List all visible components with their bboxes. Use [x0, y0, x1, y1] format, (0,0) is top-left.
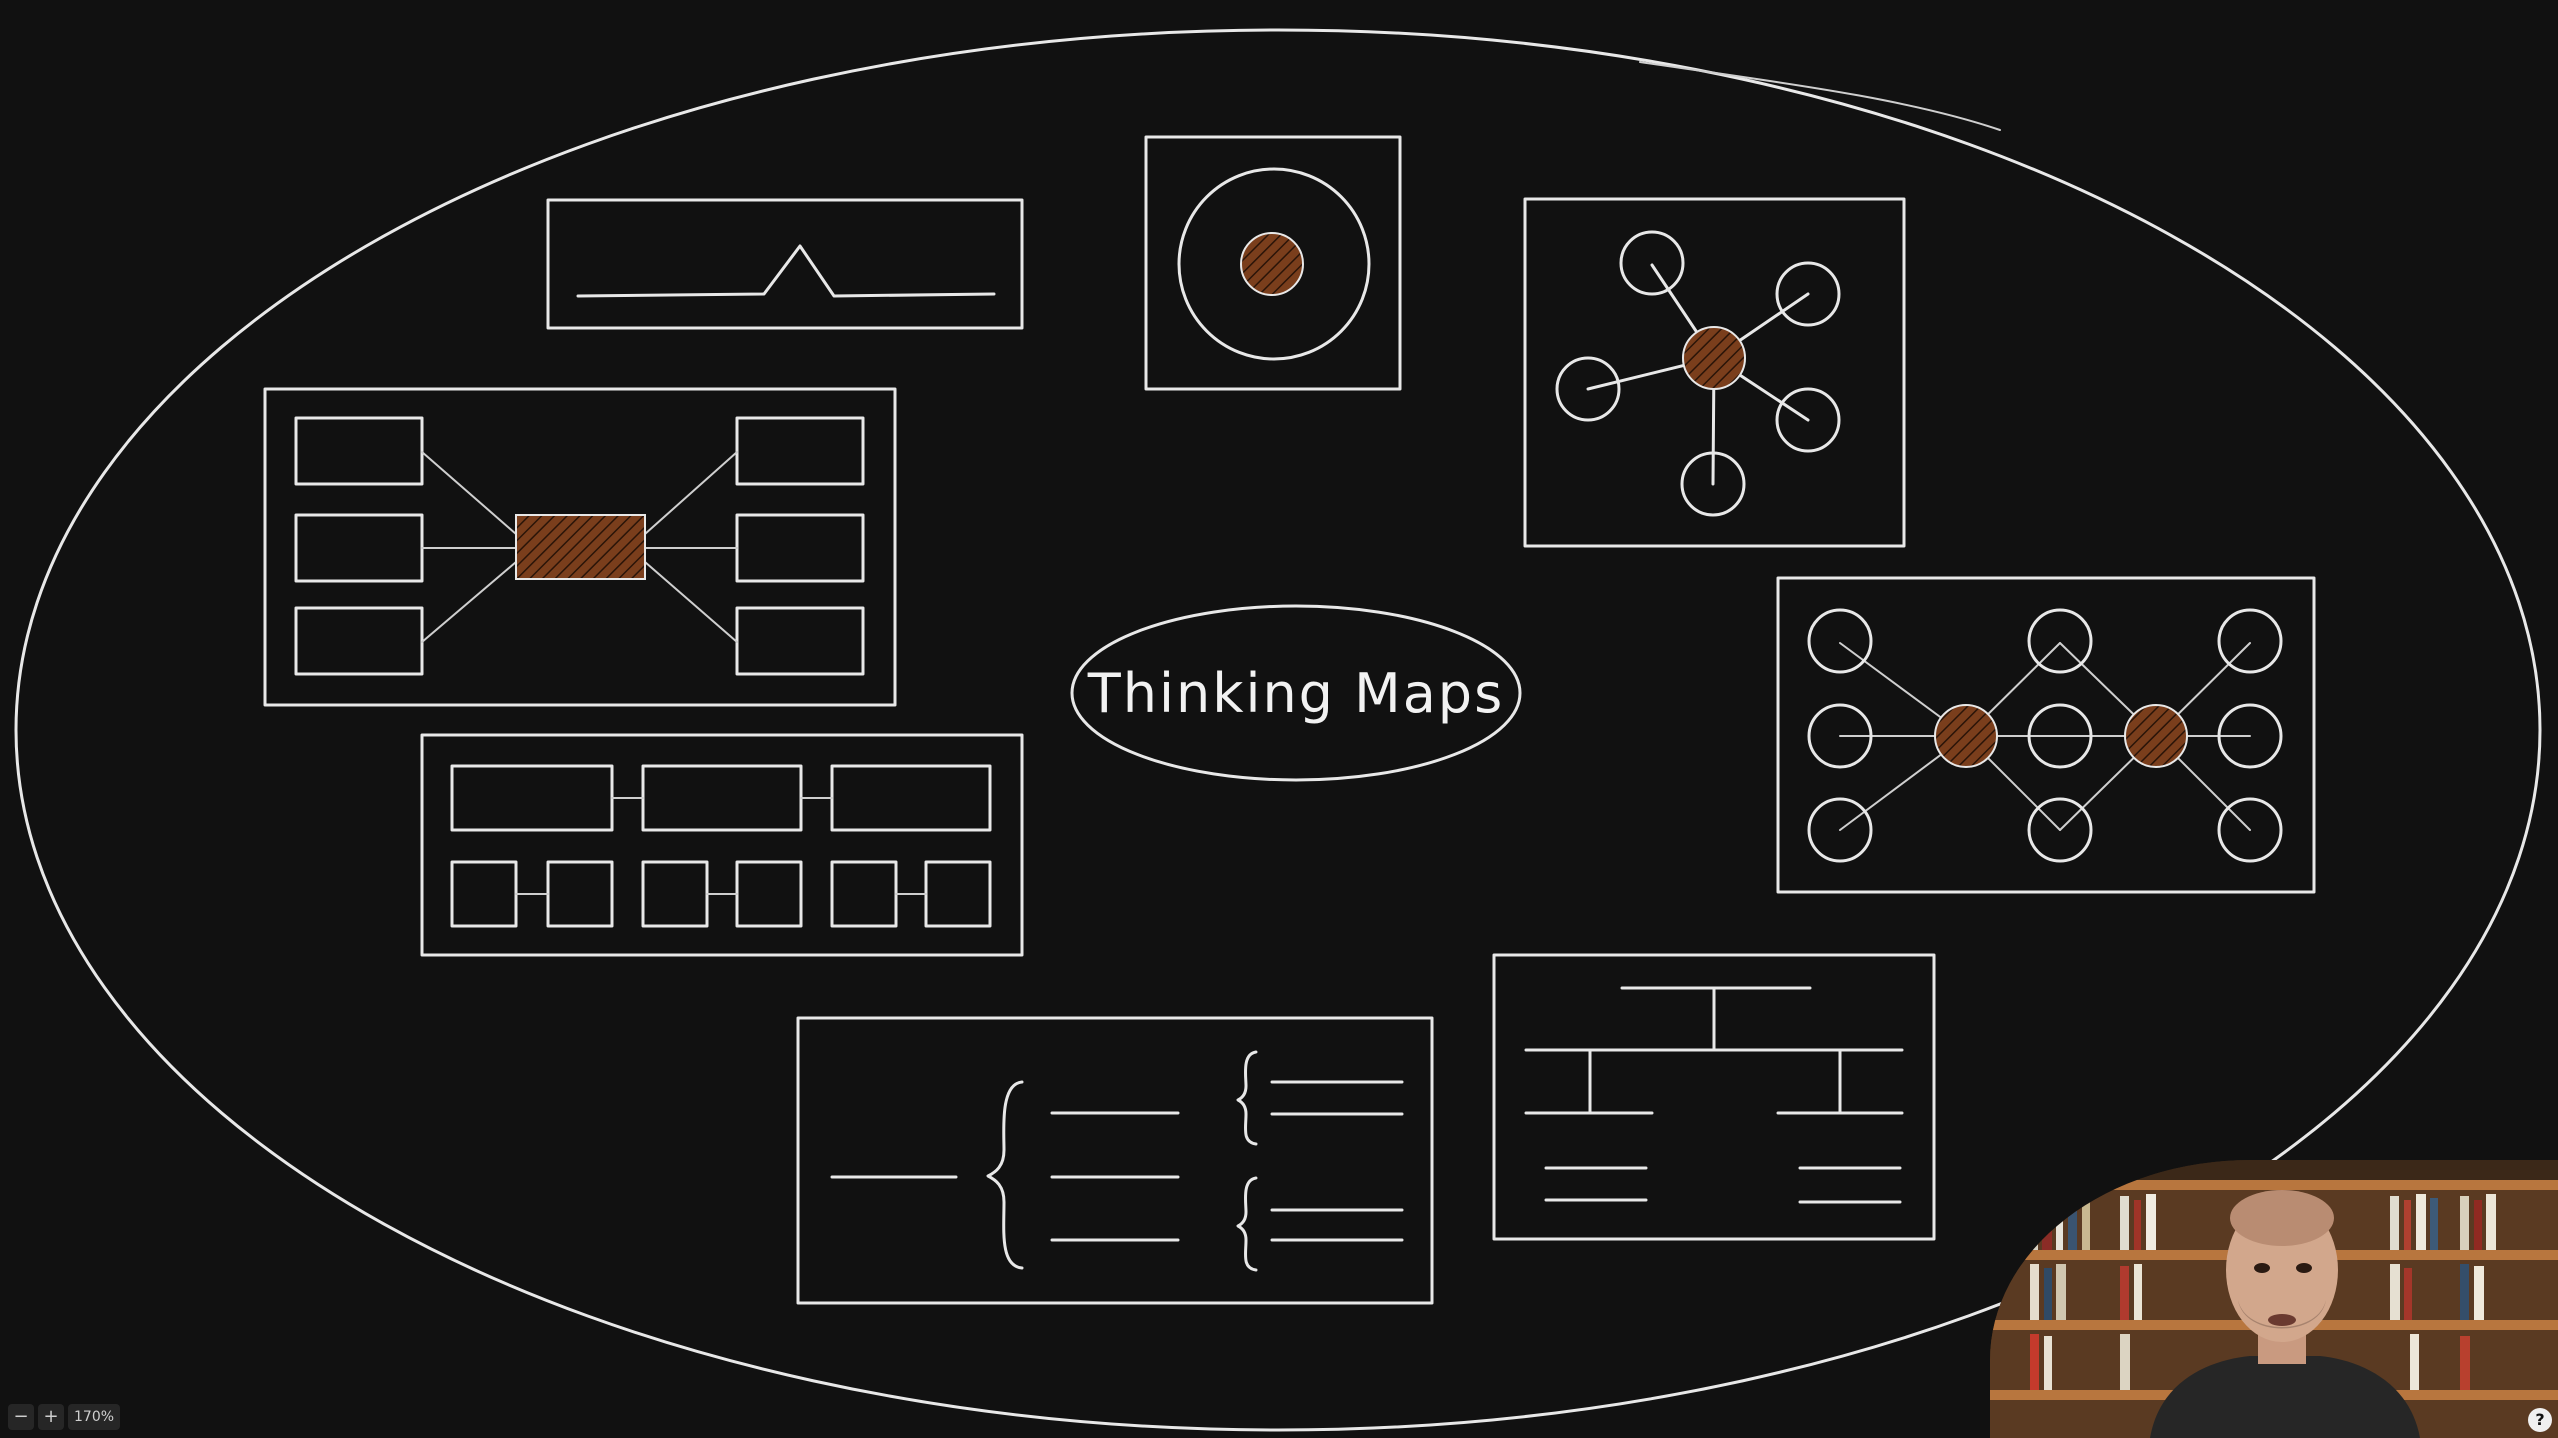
- tree-map-icon: [1492, 953, 1936, 1241]
- brace-map-icon: [796, 1016, 1434, 1305]
- zoom-out-button[interactable]: −: [8, 1404, 34, 1430]
- outer-ellipse: [14, 28, 2542, 1432]
- help-button[interactable]: ?: [2528, 1408, 2552, 1432]
- zoom-controls: − + 170%: [8, 1404, 121, 1430]
- double-bubble-map-icon: [1776, 576, 2316, 894]
- zoom-in-button[interactable]: +: [38, 1404, 64, 1430]
- bubble-map-icon: [1523, 197, 1906, 548]
- page-title: Thinking Maps: [1087, 662, 1504, 725]
- flow-map-icon: [420, 733, 1024, 957]
- center-title-bubble: Thinking Maps: [1070, 604, 1522, 782]
- multi-flow-map-icon: [263, 387, 897, 707]
- bridge-map-icon: [546, 198, 1024, 330]
- zoom-level-indicator[interactable]: 170%: [68, 1404, 121, 1430]
- presenter-video: [1990, 1160, 2558, 1438]
- presenter-video-icon: [1990, 1160, 2558, 1438]
- circle-map-icon: [1144, 135, 1402, 391]
